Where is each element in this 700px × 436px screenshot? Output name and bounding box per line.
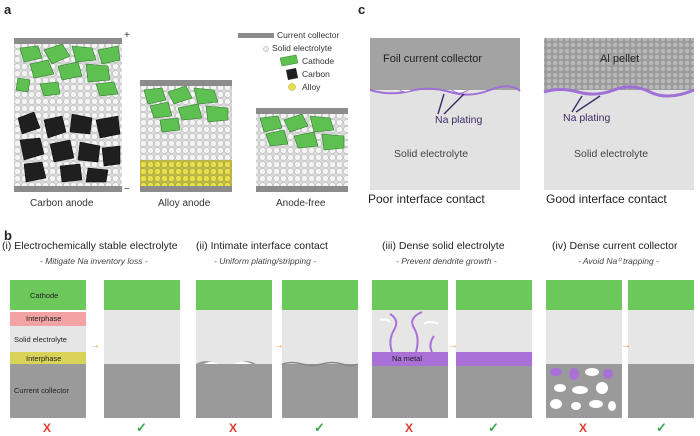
carbon-anode-cell — [14, 38, 122, 192]
column-4-subtitle: - Avoid Na⁰ trapping - — [578, 256, 659, 266]
panel-c-illustration — [369, 38, 695, 190]
good-mark-2: ✓ — [314, 420, 325, 435]
good-contact-caption: Good interface contact — [546, 192, 667, 206]
legend-collector-swatch — [238, 33, 274, 38]
good-mark-3: ✓ — [488, 420, 499, 435]
bad-mark-2: X — [229, 421, 238, 435]
solid-electrolyte-label-left: Solid electrolyte — [394, 148, 469, 160]
al-pellet-texture — [544, 38, 694, 90]
plus-sign: + — [124, 30, 130, 41]
good-mark-4: ✓ — [656, 420, 667, 435]
interphase-bottom-layer — [10, 352, 86, 364]
column-4-title: (iv) Dense current collector — [552, 240, 678, 252]
interphase-bottom-label: Interphase — [26, 354, 62, 363]
arrow-icon: → — [90, 340, 100, 351]
panel-a-letter: a — [4, 2, 12, 17]
column-2-title: (ii) Intimate interface contact — [196, 240, 328, 252]
legend-current-collector: Current collector — [277, 30, 340, 40]
good-mark-1: ✓ — [136, 420, 147, 435]
na-plating-label-right: Na plating — [563, 112, 611, 124]
label-anode-free: Anode-free — [276, 198, 326, 209]
na-plating-label-left: Na plating — [435, 114, 483, 126]
bad-mark-4: X — [579, 421, 588, 435]
legend-cathode-swatch — [279, 54, 299, 67]
col2-good-cell — [282, 280, 358, 418]
column-3-title: (iii) Dense solid electrolyte — [382, 240, 505, 252]
col1-bad-cell — [10, 280, 86, 418]
legend-electrolyte-swatch — [263, 46, 269, 52]
poor-contact-caption: Poor interface contact — [368, 192, 485, 206]
column-2-subtitle: - Uniform plating/stripping - — [214, 256, 317, 266]
bad-mark-1: X — [43, 421, 52, 435]
alloy-anode-cell — [140, 80, 232, 192]
interphase-top-layer — [10, 312, 86, 326]
legend-cathode: Cathode — [302, 56, 335, 66]
arrow-icon: → — [274, 340, 284, 351]
trapped-na-icon — [550, 368, 616, 411]
foil-current-collector-label: Foil current collector — [383, 53, 483, 65]
col3-good-cell — [456, 280, 532, 418]
label-alloy-anode: Alloy anode — [158, 198, 211, 209]
label-carbon-anode: Carbon anode — [30, 198, 94, 209]
arrow-icon: → — [621, 340, 631, 351]
column-1-title: (i) Electrochemically stable electrolyte — [2, 240, 178, 252]
cathode-layer — [10, 280, 86, 310]
minus-sign: − — [124, 184, 130, 195]
electrolyte-layer — [10, 326, 86, 352]
solid-electrolyte-label-right: Solid electrolyte — [574, 148, 649, 160]
col3-bad-cell — [372, 280, 448, 418]
current-collector-layer-label: Current collector — [14, 386, 70, 395]
na-metal-label: Na metal — [392, 354, 423, 363]
arrow-icon: → — [448, 340, 458, 351]
dendrite-icon — [379, 311, 439, 353]
legend-solid-electrolyte: Solid electrolyte — [272, 43, 333, 53]
column-1-subtitle: - Mitigate Na inventory loss - — [40, 256, 148, 266]
interphase-top-label: Interphase — [26, 314, 62, 323]
col1-good-cell — [104, 280, 180, 418]
legend-alloy-swatch — [288, 83, 296, 91]
anode-free-cell — [256, 108, 348, 192]
bad-mark-3: X — [405, 421, 414, 435]
col4-good-cell — [628, 280, 694, 418]
legend-carbon: Carbon — [302, 69, 330, 79]
collector-layer — [10, 364, 86, 418]
col4-bad-cell — [546, 280, 622, 418]
cathode-label: Cathode — [30, 291, 59, 300]
solid-electrolyte-layer-label: Solid electrolyte — [14, 335, 67, 344]
gap-interface — [196, 361, 272, 370]
panel-b-letter: b — [4, 228, 12, 243]
legend-alloy: Alloy — [302, 82, 321, 92]
al-pellet-label: Al pellet — [600, 53, 640, 65]
col2-bad-cell — [196, 280, 272, 418]
column-3-subtitle: - Prevent dendrite growth - — [396, 256, 497, 266]
panel-a-illustration — [14, 33, 348, 192]
panel-c-letter: c — [358, 2, 366, 17]
legend-carbon-swatch — [286, 68, 298, 80]
